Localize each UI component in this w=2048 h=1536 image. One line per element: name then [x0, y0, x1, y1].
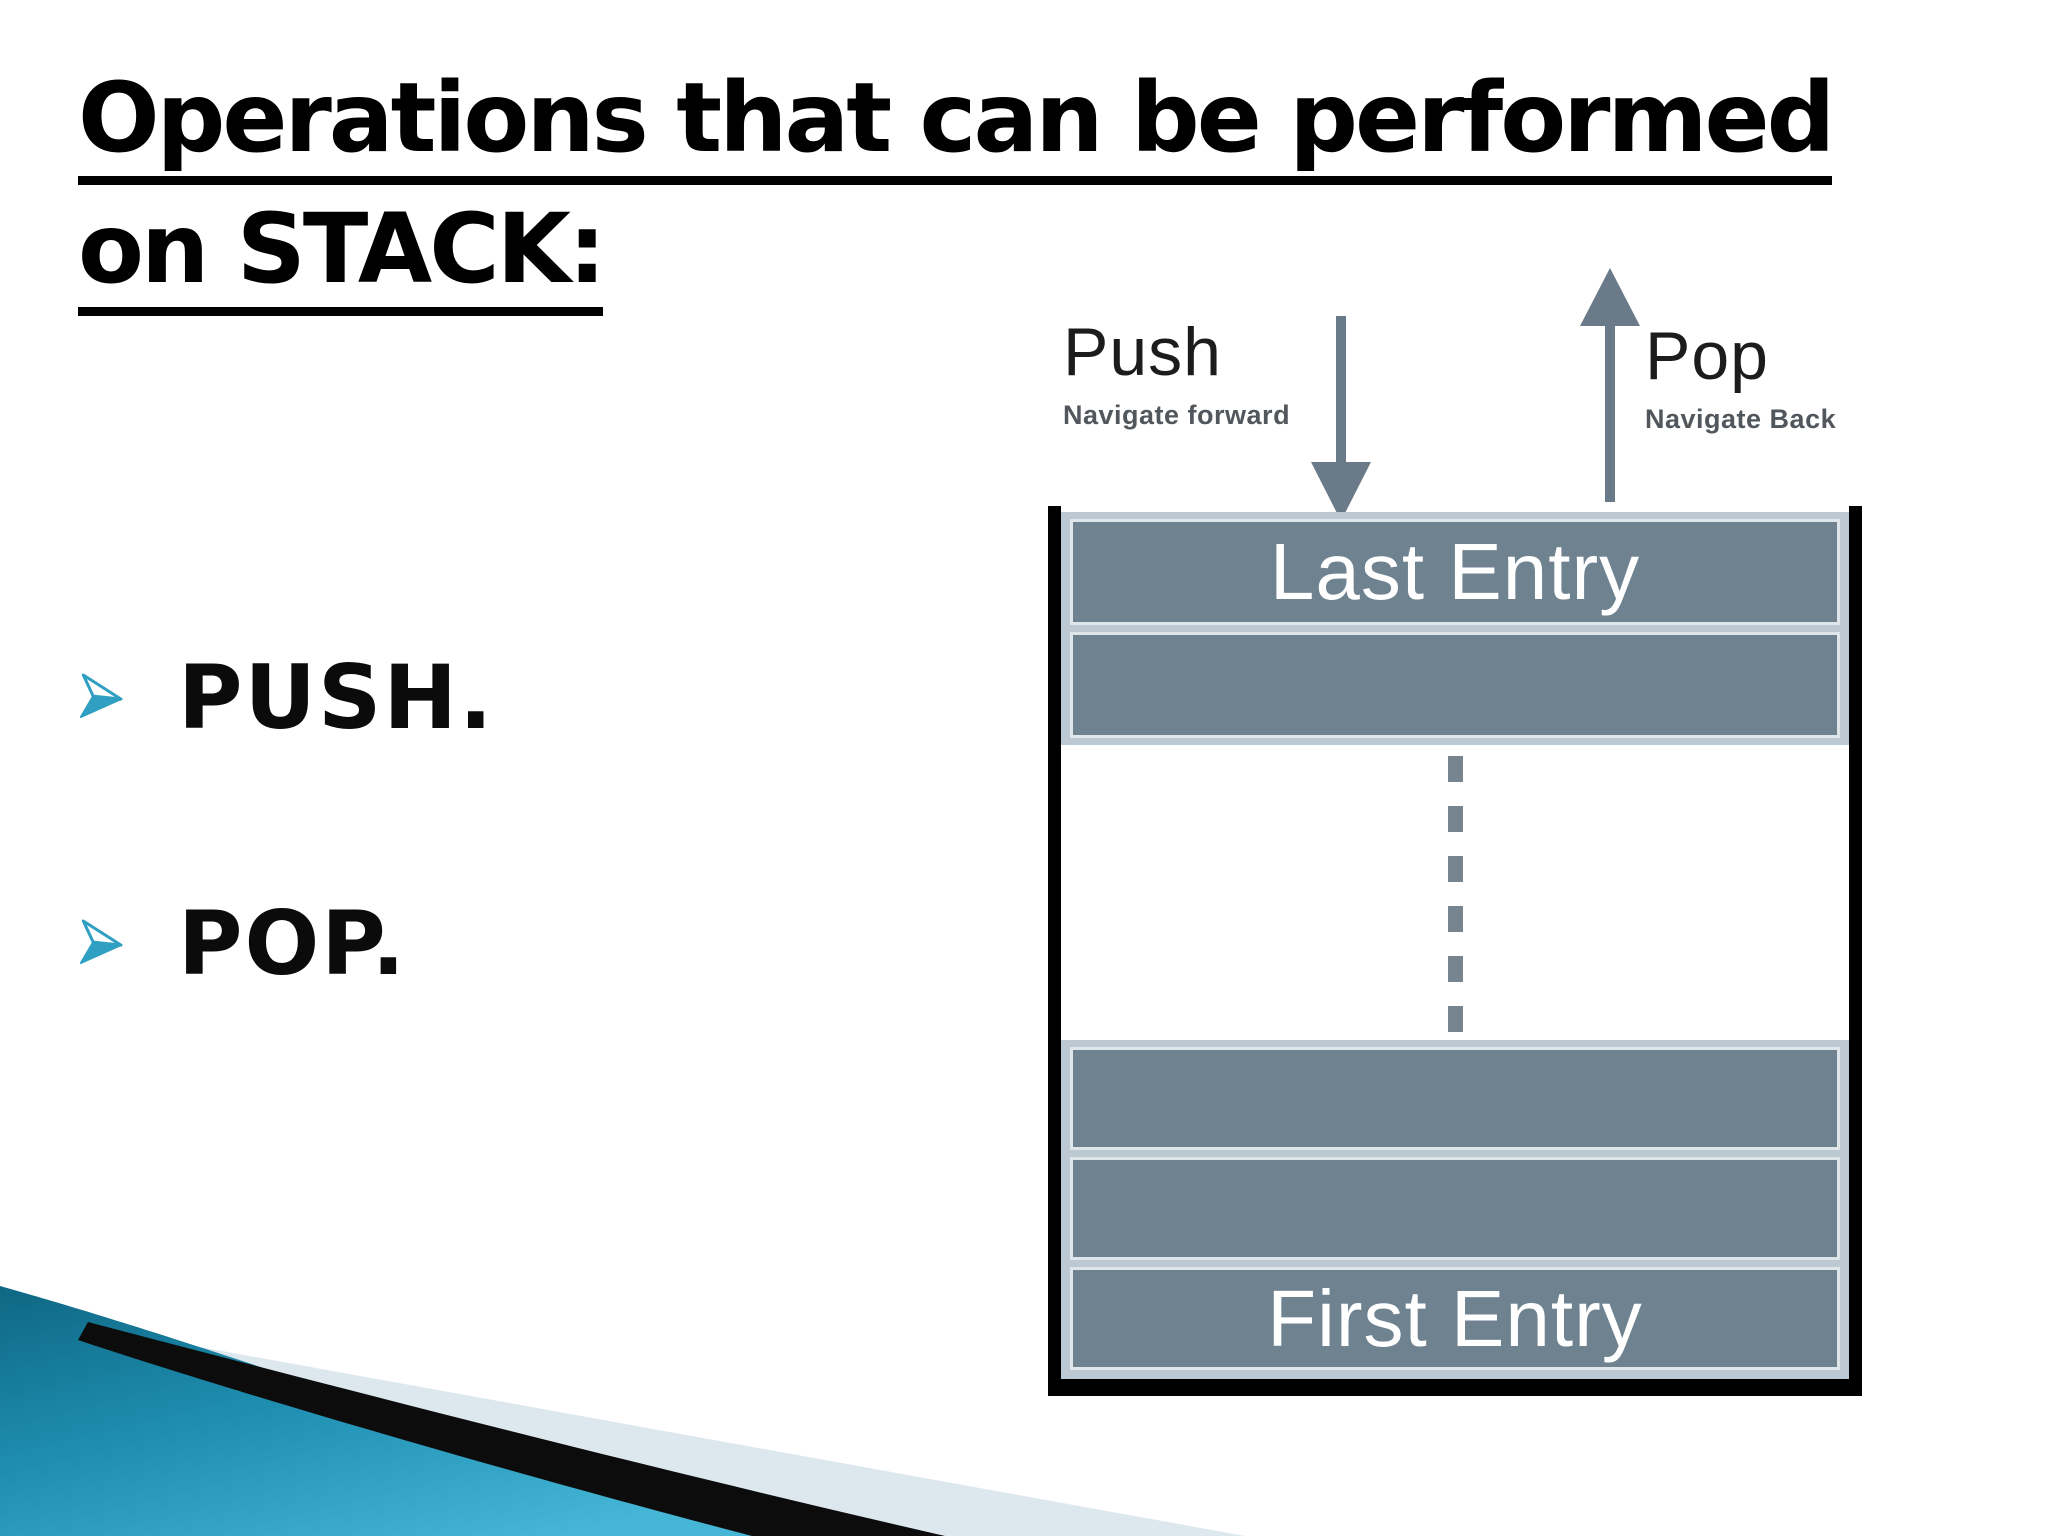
stack-entry-empty	[1070, 632, 1840, 738]
up-arrow-icon	[1580, 268, 1640, 502]
push-label: Push	[1063, 314, 1222, 390]
stack-entry-last: Last Entry	[1070, 519, 1840, 625]
down-arrow-icon	[1311, 316, 1371, 521]
stack-ellipsis-dashed-line	[1448, 756, 1463, 1032]
pop-label: Pop	[1645, 318, 1769, 394]
pop-label-block: Pop Navigate Back	[1645, 322, 1836, 435]
corner-swoosh-decoration	[0, 1286, 1245, 1536]
stack-bottom-wall	[1048, 1379, 1862, 1396]
stack-right-wall	[1849, 506, 1862, 1396]
list-item-pop: POP.	[76, 892, 494, 996]
arrow-bullet-icon	[79, 673, 123, 719]
stack-entry-empty	[1070, 1047, 1840, 1150]
stack-entry-first: First Entry	[1070, 1267, 1840, 1370]
title-line-2: on STACK:	[78, 201, 606, 316]
arrow-bullet-icon	[79, 919, 123, 965]
list-item-push: PUSH.	[76, 646, 494, 750]
bullet-label-push: PUSH.	[178, 646, 495, 749]
push-sublabel: Navigate forward	[1063, 400, 1291, 430]
bullet-label-pop: POP.	[178, 892, 408, 995]
title-line-1: Operations that can be performed	[78, 70, 1835, 185]
stack-left-wall	[1048, 506, 1061, 1396]
push-label-block: Push Navigate forward	[1063, 318, 1290, 431]
stack-top-section: Last Entry	[1061, 512, 1849, 745]
stack-bottom-section: First Entry	[1061, 1040, 1849, 1379]
stack-entry-empty	[1070, 1157, 1840, 1260]
pop-sublabel: Navigate Back	[1645, 404, 1837, 434]
page-title: Operations that can be performed on STAC…	[78, 70, 1835, 332]
bullet-list: PUSH. POP.	[76, 646, 494, 1138]
